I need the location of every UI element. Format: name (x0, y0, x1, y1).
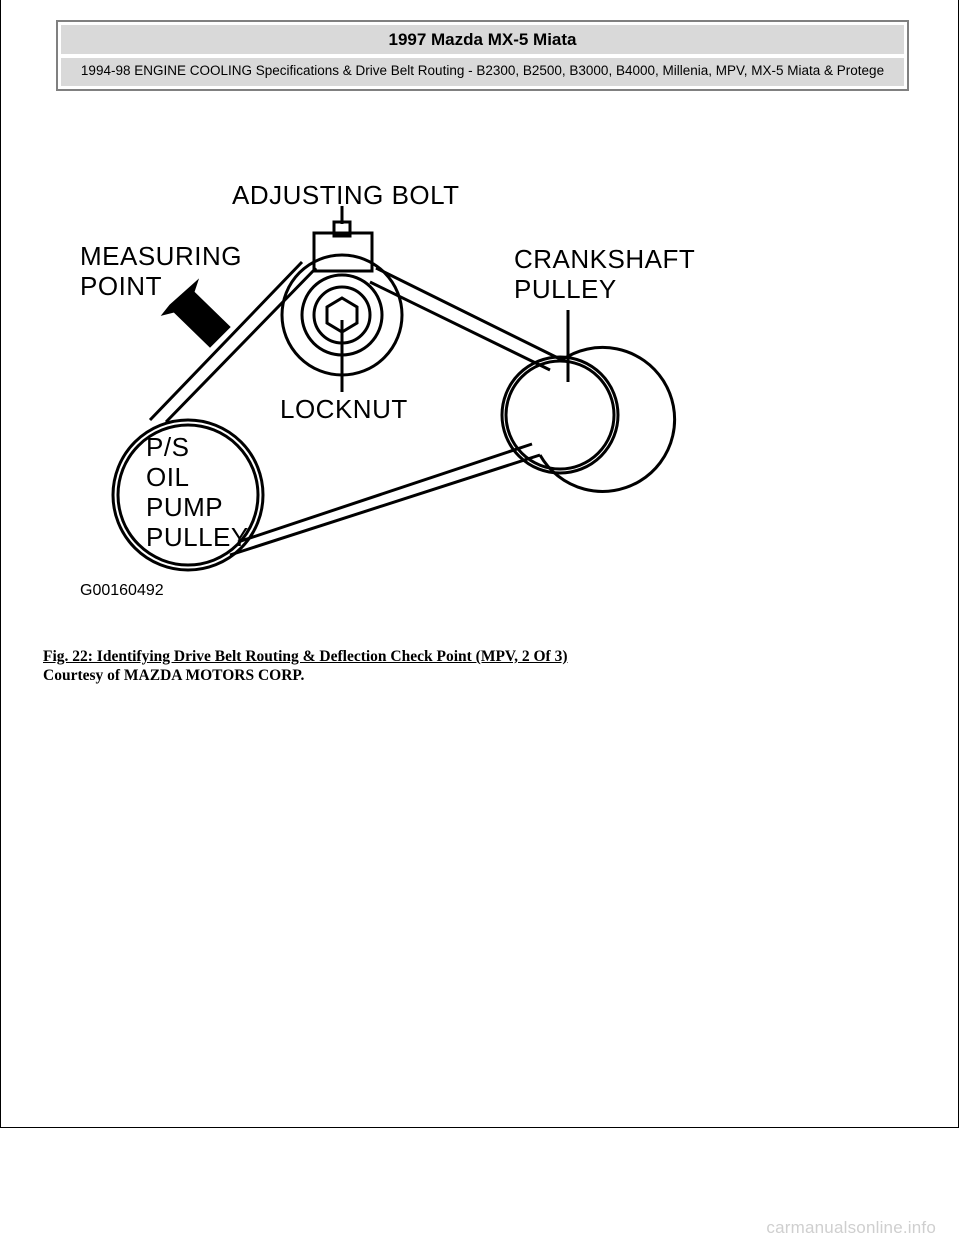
label-locknut: LOCKNUT (280, 394, 408, 424)
label-ps-pulley-line2: OIL (146, 462, 189, 492)
crankshaft-pulley-outer (538, 345, 677, 493)
site-watermark: carmanualsonline.info (766, 1218, 936, 1237)
ps-pulley-inner (116, 423, 260, 567)
label-ps-pulley-line4: PULLEY (146, 522, 249, 552)
page-frame (0, 0, 959, 1128)
figure-id: G00160492 (80, 582, 164, 599)
measuring-point-arrow (160, 278, 231, 348)
document-title: 1997 Mazda MX-5 Miata (61, 25, 904, 54)
figure-caption: Fig. 22: Identifying Drive Belt Routing … (43, 647, 568, 685)
crankshaft-pulley-core (504, 359, 616, 471)
document-subtitle: 1994-98 ENGINE COOLING Specifications & … (61, 58, 904, 86)
belt-strand-upper-left-inner (164, 266, 318, 424)
belt-strand-bottom-inner (237, 442, 533, 544)
label-ps-pulley-line1: P/S (146, 432, 189, 462)
belt-strand-bottom (229, 453, 541, 557)
crankshaft-pulley-inner (500, 355, 620, 475)
caption-title: Fig. 22: Identifying Drive Belt Routing … (43, 648, 568, 665)
belt-strand-upper-left (148, 260, 304, 422)
adjuster-bracket (312, 231, 374, 273)
label-measuring-point-line1: MEASURING (80, 241, 242, 271)
belt-strand-top (375, 266, 563, 362)
label-measuring-point-line2: POINT (80, 271, 162, 301)
label-crankshaft-pulley-line1: CRANKSHAFT (514, 244, 695, 274)
document-header: 1997 Mazda MX-5 Miata 1994-98 ENGINE COO… (56, 20, 909, 91)
label-ps-pulley-line3: PUMP (146, 492, 223, 522)
ps-pulley-outer (111, 418, 265, 572)
caption-credit: Courtesy of MAZDA MOTORS CORP. (43, 667, 305, 684)
belt-routing-figure: ADJUSTING BOLT MEASURING POINT CRANKSHAF… (70, 170, 710, 600)
label-adjusting-bolt: ADJUSTING BOLT (232, 180, 460, 210)
label-crankshaft-pulley-line2: PULLEY (514, 274, 617, 304)
